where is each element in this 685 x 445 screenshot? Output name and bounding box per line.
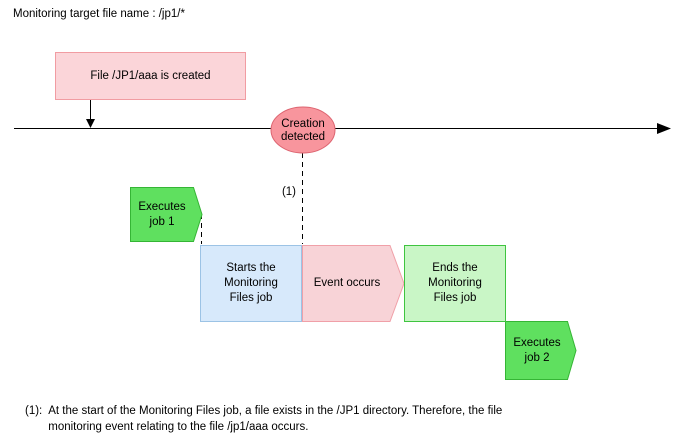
creation-detected-label: Creation detected (280, 117, 326, 143)
event-occurs-shape (302, 245, 405, 322)
creation-detected-ellipse (270, 106, 336, 154)
footnote-prefix: (1): (25, 405, 43, 417)
ends-monitoring-job-box: Ends the Monitoring Files job (404, 245, 506, 322)
footnote-text: At the start of the Monitoring Files job… (48, 403, 502, 435)
footnote-line-1: At the start of the Monitoring Files job… (48, 405, 503, 417)
callout-ref-label: (1) (281, 186, 296, 198)
diagram-title: Monitoring target file name : /jp1/* (13, 8, 185, 20)
event-occurs-label: Event occurs (313, 277, 381, 289)
file-created-arrowhead-icon (86, 119, 95, 128)
ends-monitoring-job-label: Ends the Monitoring Files job (428, 262, 482, 304)
footnote: (1): At the start of the Monitoring File… (25, 403, 502, 435)
executes-job1-label: Executes job 1 (138, 200, 186, 228)
starts-monitoring-job-label: Starts the Monitoring Files job (224, 262, 278, 304)
file-created-label: File /JP1/aaa is created (90, 69, 211, 82)
timeline-arrowhead-icon (657, 123, 671, 134)
starts-monitoring-job-box: Starts the Monitoring Files job (200, 245, 302, 322)
footnote-line-2: monitoring event relating to the file /j… (48, 421, 309, 433)
executes-job2-shape (505, 321, 577, 380)
executes-job1-shape (130, 187, 203, 242)
file-created-box: File /JP1/aaa is created (55, 52, 246, 100)
executes-job2-label: Executes job 2 (513, 336, 561, 364)
